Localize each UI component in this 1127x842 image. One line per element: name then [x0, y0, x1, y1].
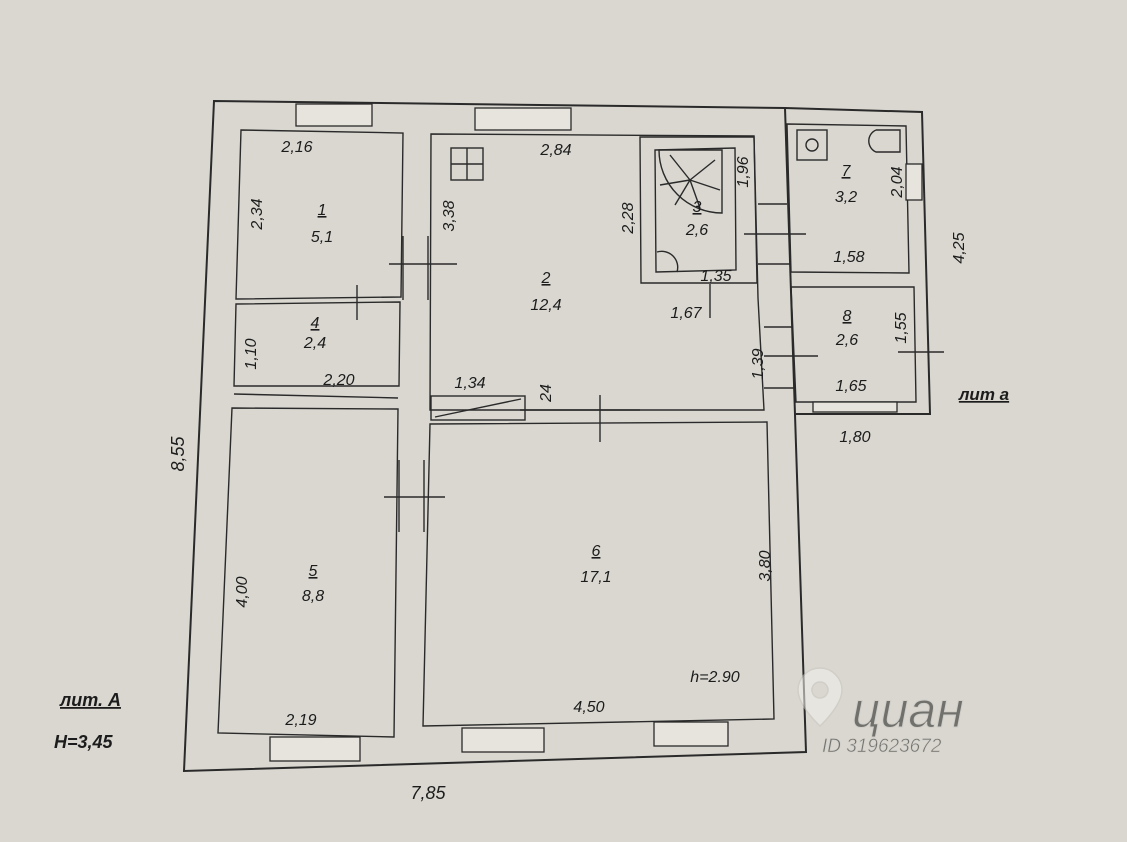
room-2-outline: [429, 133, 765, 411]
extension-wall: [784, 107, 932, 415]
dim-r2-top: 2,84: [539, 142, 571, 159]
dim-ext-height: 4,25: [951, 232, 968, 263]
label-lit-a-small: лит а: [958, 385, 1009, 404]
room-6-outline: [422, 421, 775, 727]
dim-r7-bottom: 1,58: [833, 249, 864, 266]
window-1: [295, 103, 373, 127]
room-7-outline: [786, 123, 910, 274]
room-4-area: 2,4: [303, 335, 326, 352]
label-lit-a-main: лит. А: [59, 690, 121, 710]
window-8: [812, 401, 898, 413]
room-3-area: 2,6: [685, 222, 708, 239]
dim-r3-under: 1,67: [670, 305, 702, 322]
room-2-number: 2: [541, 270, 551, 287]
room-3-outline: [639, 136, 758, 284]
dim-r1-side: 2,34: [249, 198, 266, 230]
boiler-icon: [796, 129, 828, 161]
room-5-number: 5: [309, 563, 318, 580]
dim-r7-side: 2,04: [889, 166, 906, 198]
dim-r4-side: 1,10: [243, 338, 260, 369]
window-6a: [461, 727, 545, 753]
dim-r8-bottom: 1,65: [835, 378, 866, 395]
dim-height: h=2.90: [690, 669, 739, 686]
dim-r6-bottom: 4,50: [573, 699, 604, 716]
dim-r3-side: 1,96: [735, 156, 752, 187]
boiler-dial-icon: [805, 138, 819, 152]
dim-r8-side: 1,55: [893, 312, 910, 343]
window-5: [269, 736, 361, 762]
label-main-height: H=3,45: [54, 732, 114, 752]
outer-wall: [182, 99, 808, 773]
room-1-area: 5,1: [311, 229, 333, 246]
location-pin-icon: [797, 667, 843, 728]
room-1-outline: [235, 129, 404, 300]
dim-r3-bottom: 1,35: [700, 268, 731, 285]
room-5-outline: [217, 407, 399, 738]
door-marks: [233, 203, 944, 532]
room-1-number: 1: [318, 202, 327, 219]
room-3-number: 3: [693, 199, 702, 216]
toilet-icon: [868, 129, 901, 153]
sink-icon: [656, 250, 679, 273]
dim-r2-left: 3,38: [441, 200, 458, 231]
window-7: [905, 163, 923, 201]
cian-watermark: циан ID 319623672: [797, 667, 964, 757]
window-6b: [653, 721, 729, 747]
room-8-number: 8: [843, 308, 852, 325]
room-4-outline: [233, 301, 401, 387]
spiral-stair-icon: [658, 149, 723, 214]
oven-icon: [430, 395, 526, 421]
dim-r6-side: 3,80: [757, 550, 774, 581]
watermark-brand: циан: [852, 682, 964, 738]
dim-r2-right: 2,28: [620, 202, 637, 234]
room-2-area: 12,4: [530, 297, 561, 314]
dim-r4-bottom: 2,20: [322, 372, 354, 389]
room-8-area: 2,6: [835, 332, 858, 349]
room-8-outline: [790, 286, 917, 403]
room-7-number: 7: [842, 163, 852, 180]
dim-oven-side: 24: [538, 384, 555, 403]
dim-outer-height: 8,55: [168, 436, 188, 472]
dim-corridor: 1,39: [750, 348, 767, 379]
room-6-number: 6: [592, 543, 601, 560]
room-3-inner: [654, 147, 737, 273]
dim-r5-bottom: 2,19: [284, 712, 316, 729]
room-4-number: 4: [311, 315, 320, 332]
room-5-area: 8,8: [302, 588, 324, 605]
dim-oven: 1,34: [454, 375, 485, 392]
room-6-area: 17,1: [580, 569, 611, 586]
dim-ext-width: 1,80: [839, 429, 870, 446]
window-2: [474, 107, 572, 131]
dim-outer-width: 7,85: [410, 783, 446, 803]
room-7-area: 3,2: [835, 189, 857, 206]
dim-r1-top: 2,16: [280, 139, 312, 156]
dim-r5-side: 4,00: [234, 576, 251, 607]
watermark-id: ID 319623672: [822, 736, 942, 757]
